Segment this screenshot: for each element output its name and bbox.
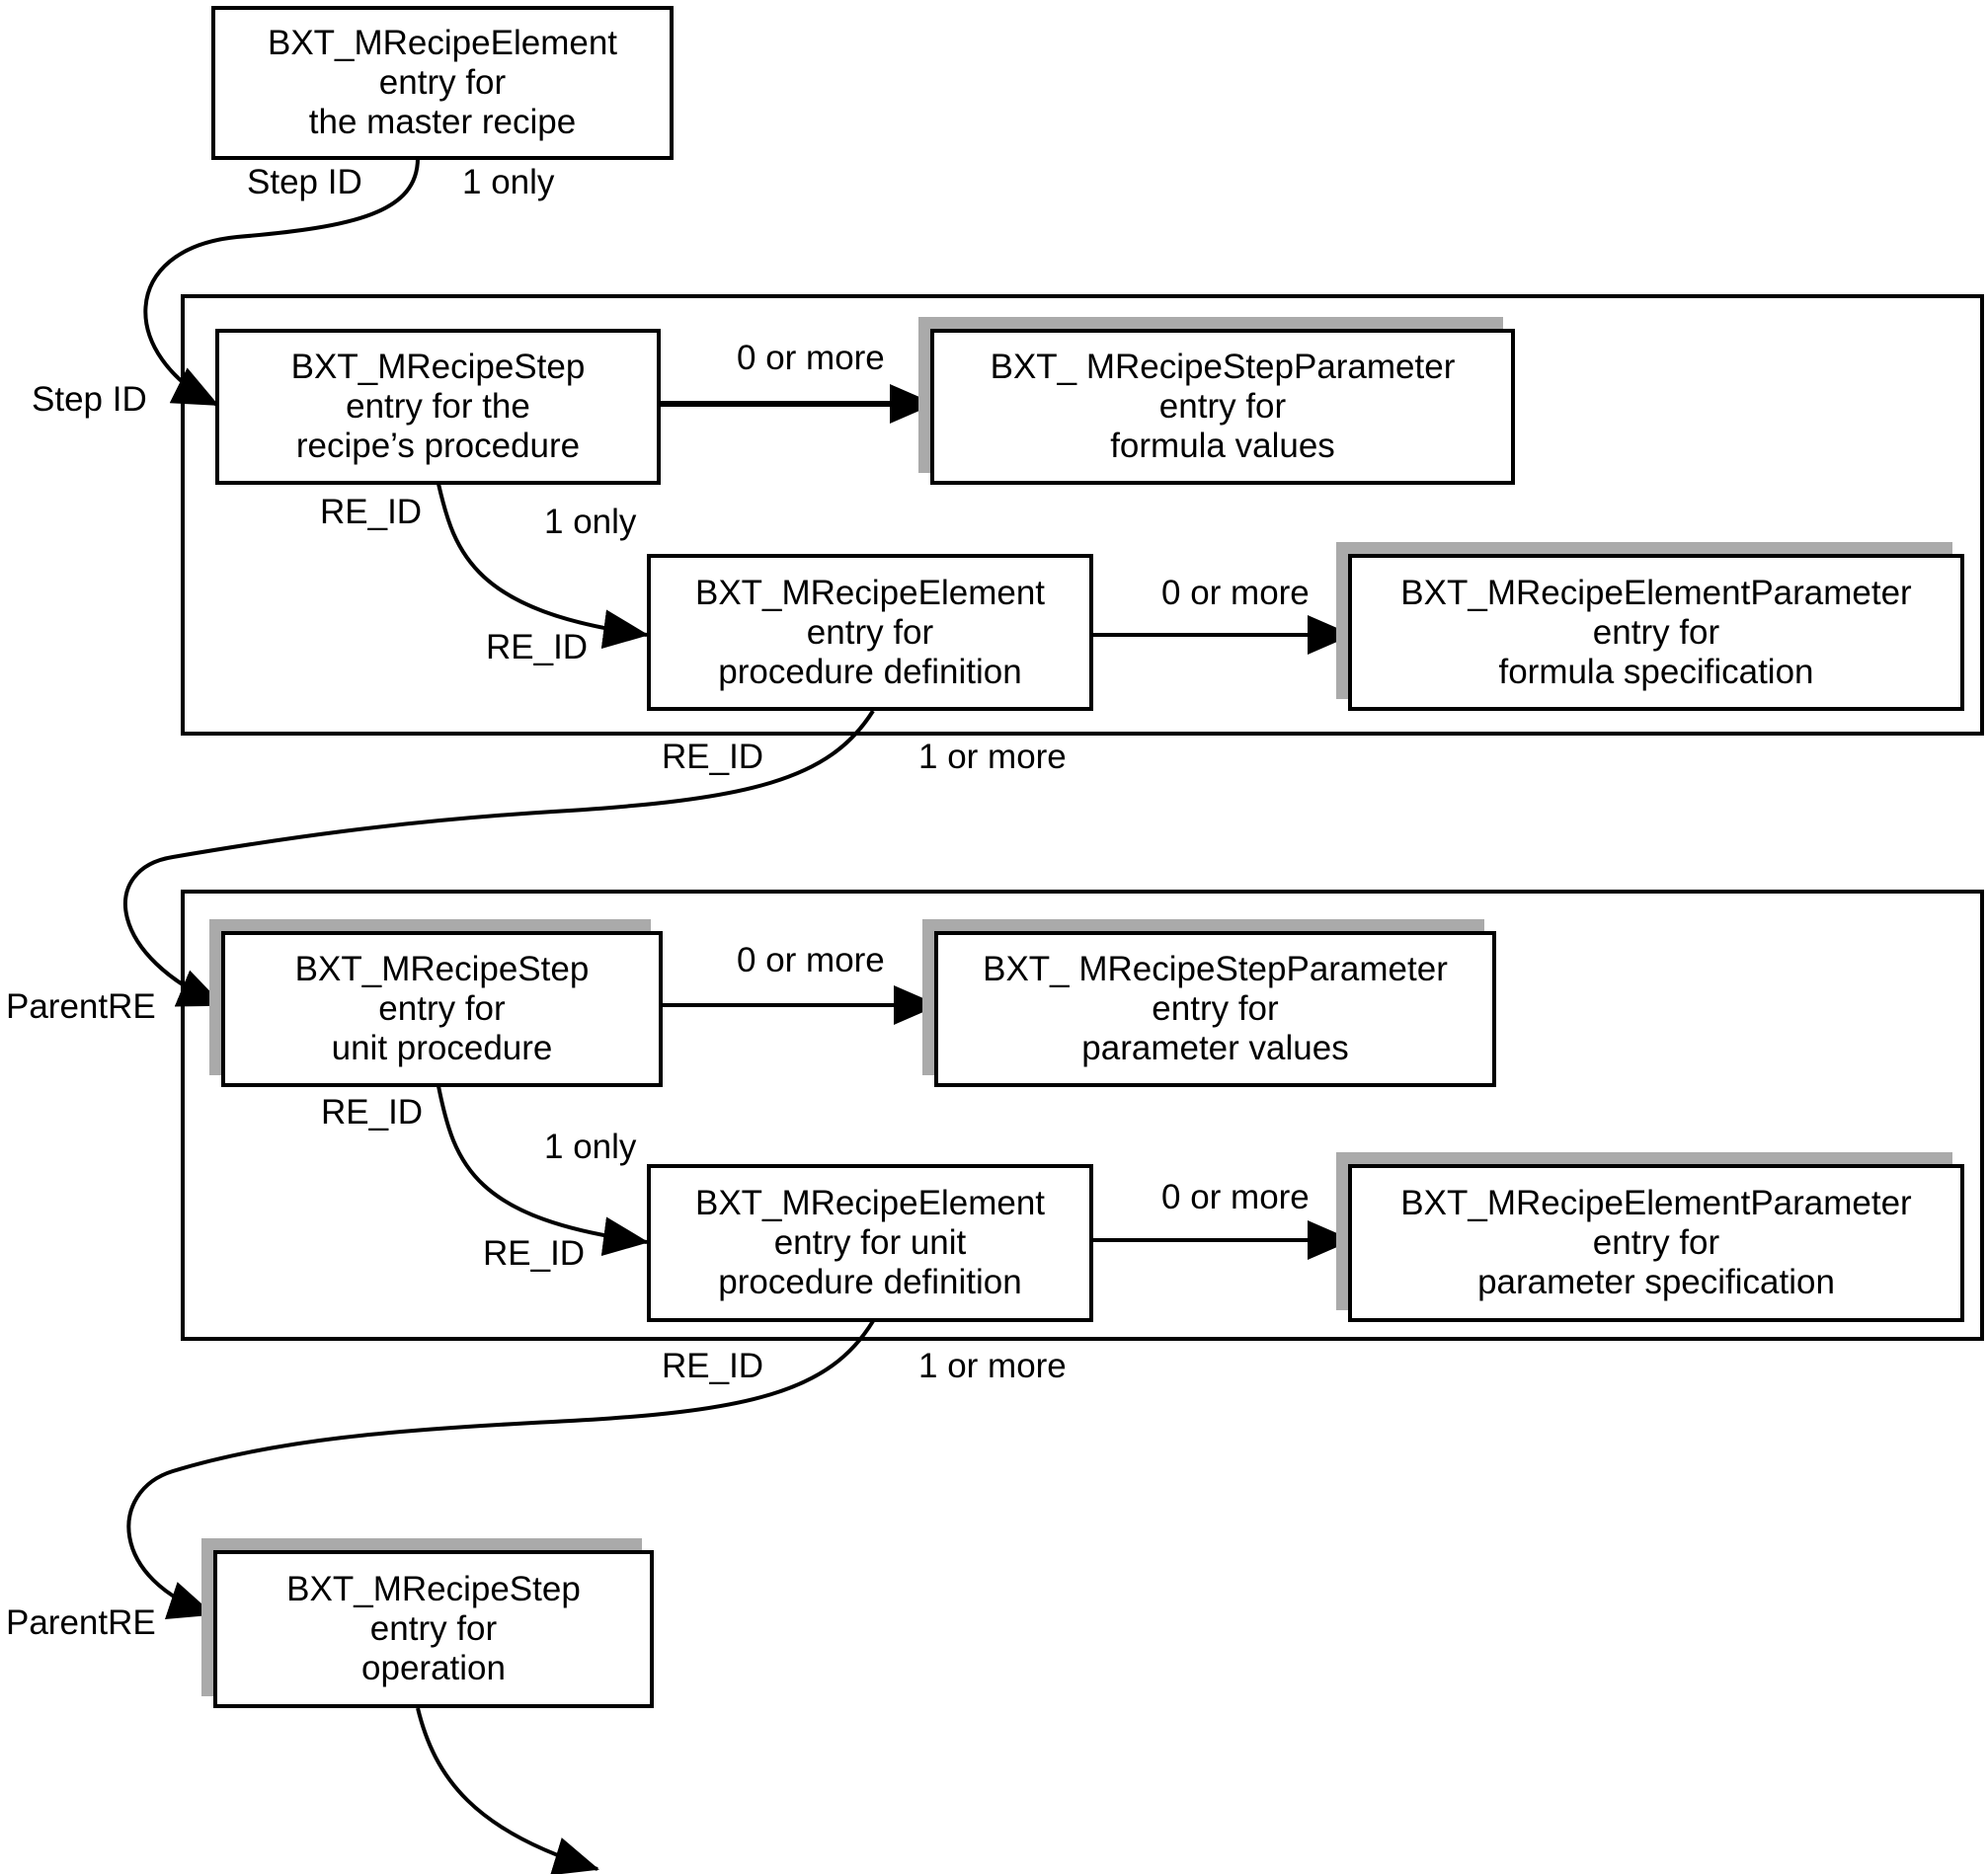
node-line: entry for xyxy=(1592,1223,1720,1262)
node-line: the master recipe xyxy=(308,103,577,141)
one-or-more-label: 1 or more xyxy=(918,738,1067,776)
node-title: BXT_MRecipeStep xyxy=(290,348,586,386)
node-line: entry for xyxy=(378,989,506,1028)
node-line: entry for xyxy=(369,1609,498,1648)
connector-unit-step-to-definition xyxy=(437,1085,649,1257)
node-line: procedure definition xyxy=(718,1263,1022,1301)
re-id-out-label: RE_ID xyxy=(662,738,764,776)
re-id-out-label: RE_ID xyxy=(321,1093,424,1132)
zero-or-more-label: 0 or more xyxy=(1161,574,1310,612)
procedure-definition-element-node: BXT_MRecipeElement entry for procedure d… xyxy=(647,554,1093,711)
re-id-in-label: RE_ID xyxy=(486,628,589,666)
node-line: entry for the xyxy=(346,387,530,426)
step-id-in-label: Step ID xyxy=(32,380,147,419)
one-only-label: 1 only xyxy=(462,163,555,201)
unit-procedure-group-frame xyxy=(181,890,1984,1341)
one-only-label: 1 only xyxy=(544,503,637,541)
procedure-group-frame xyxy=(181,294,1984,736)
node-line: entry for xyxy=(378,63,507,102)
node-title: BXT_MRecipeElementParameter xyxy=(1400,1184,1912,1222)
node-line: entry for xyxy=(1158,387,1287,426)
re-id-in-label: RE_ID xyxy=(483,1234,586,1273)
node-line: entry for xyxy=(806,612,934,652)
connector-master-to-procedure-step xyxy=(143,157,420,407)
zero-or-more-label: 0 or more xyxy=(737,941,885,979)
node-line: entry for xyxy=(1592,612,1720,652)
node-title: BXT_MRecipeElement xyxy=(267,24,618,62)
node-line: operation xyxy=(361,1649,506,1687)
node-line: procedure definition xyxy=(718,652,1022,691)
parameter-values-step-parameter-node: BXT_ MRecipeStepParameter entry for para… xyxy=(934,931,1496,1087)
node-line: recipe’s procedure xyxy=(295,427,581,465)
one-only-label: 1 only xyxy=(544,1128,637,1166)
node-line: unit procedure xyxy=(331,1029,553,1067)
unit-procedure-step-node: BXT_MRecipeStep entry for unit procedure xyxy=(221,931,663,1087)
connector-procedure-step-to-definition xyxy=(437,483,649,650)
parameter-specification-element-parameter-node: BXT_MRecipeElementParameter entry for pa… xyxy=(1348,1164,1964,1322)
formula-specification-element-parameter-node: BXT_MRecipeElementParameter entry for fo… xyxy=(1348,554,1964,711)
node-title: BXT_ MRecipeStepParameter xyxy=(990,348,1456,386)
re-id-out-label: RE_ID xyxy=(662,1347,764,1385)
parent-re-label: ParentRE xyxy=(6,1603,156,1642)
zero-or-more-label: 0 or more xyxy=(737,339,885,377)
parent-re-label: ParentRE xyxy=(6,987,156,1026)
node-title: BXT_MRecipeElement xyxy=(694,573,1046,612)
zero-or-more-label: 0 or more xyxy=(1161,1178,1310,1216)
node-title: BXT_MRecipeElement xyxy=(694,1184,1046,1222)
master-recipe-element-node: BXT_MRecipeElement entry for the master … xyxy=(211,6,674,160)
step-id-out-label: Step ID xyxy=(247,163,362,201)
operation-step-node: BXT_MRecipeStep entry for operation xyxy=(213,1550,654,1708)
node-line: parameter values xyxy=(1081,1029,1349,1067)
node-line: entry for xyxy=(1152,989,1279,1028)
node-title: BXT_MRecipeStep xyxy=(294,950,590,988)
node-title: BXT_MRecipeStep xyxy=(286,1570,581,1608)
node-line: entry for unit xyxy=(773,1223,967,1262)
node-line: formula specification xyxy=(1498,652,1814,691)
connector-operation-outgoing xyxy=(416,1707,599,1874)
procedure-step-node: BXT_MRecipeStep entry for the recipe’s p… xyxy=(215,329,661,485)
connector-definition-to-unit-procedure xyxy=(123,709,875,1007)
node-title: BXT_ MRecipeStepParameter xyxy=(983,950,1448,988)
node-line: parameter specification xyxy=(1477,1263,1835,1301)
unit-procedure-definition-element-node: BXT_MRecipeElement entry for unit proced… xyxy=(647,1164,1093,1322)
connector-unit-definition-to-operation xyxy=(126,1319,875,1620)
node-line: formula values xyxy=(1110,427,1335,465)
re-id-out-label: RE_ID xyxy=(320,493,423,531)
formula-values-step-parameter-node: BXT_ MRecipeStepParameter entry for form… xyxy=(930,329,1515,485)
node-title: BXT_MRecipeElementParameter xyxy=(1400,573,1912,612)
one-or-more-label: 1 or more xyxy=(918,1347,1067,1385)
